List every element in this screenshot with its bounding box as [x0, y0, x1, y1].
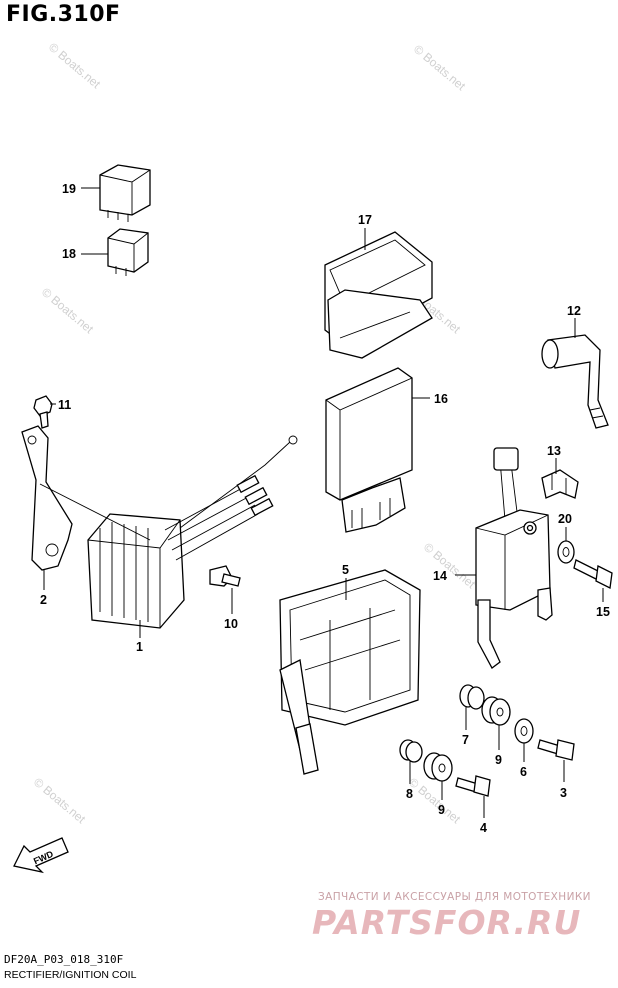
callout-9-upper[interactable]: 9: [495, 753, 502, 767]
callout-8[interactable]: 8: [406, 787, 413, 801]
washer-6[interactable]: [514, 718, 534, 744]
promo-brand[interactable]: PARTSFOR.RU: [312, 903, 582, 942]
callout-12[interactable]: 12: [567, 304, 581, 318]
callout-2[interactable]: 2: [40, 593, 47, 607]
ecu-16[interactable]: [325, 367, 413, 533]
callout-6[interactable]: 6: [520, 765, 527, 779]
callout-5[interactable]: 5: [342, 563, 349, 577]
callout-1[interactable]: 1: [136, 640, 143, 654]
callout-10[interactable]: 10: [224, 617, 238, 631]
bolt-11[interactable]: [33, 395, 53, 429]
relay-small-18[interactable]: [107, 228, 149, 276]
callout-18[interactable]: 18: [62, 247, 76, 261]
clamp-13[interactable]: [541, 469, 579, 499]
callout-19[interactable]: 19: [62, 182, 76, 196]
callout-17[interactable]: 17: [358, 213, 372, 227]
relay-large-19[interactable]: [99, 164, 151, 222]
callout-3[interactable]: 3: [560, 786, 567, 800]
callout-11[interactable]: 11: [58, 398, 71, 412]
callout-7[interactable]: 7: [462, 733, 469, 747]
bolt-15[interactable]: [573, 559, 613, 589]
grommet-9-upper[interactable]: [481, 696, 511, 726]
callout-16[interactable]: 16: [434, 392, 448, 406]
callout-15[interactable]: 15: [596, 605, 610, 619]
bolt-10[interactable]: [209, 565, 241, 587]
grommet-8[interactable]: [399, 739, 423, 763]
ignition-coil-14[interactable]: [475, 447, 553, 669]
box-bracket-5[interactable]: [279, 569, 421, 775]
plug-cap-12[interactable]: [541, 334, 609, 429]
figure-title: FIG.310F: [6, 2, 121, 27]
fwd-arrow: FWD: [13, 837, 69, 874]
washer-20[interactable]: [557, 540, 575, 564]
callout-4[interactable]: 4: [480, 821, 487, 835]
callout-13[interactable]: 13: [547, 444, 561, 458]
grommet-9-lower[interactable]: [423, 752, 453, 782]
ecu-cover-17[interactable]: [324, 231, 433, 359]
promo-subtitle: ЗАПЧАСТИ И АКСЕССУАРЫ ДЛЯ МОТОТЕХНИКИ: [318, 891, 591, 903]
callout-14[interactable]: 14: [433, 569, 447, 583]
bracket-2[interactable]: [21, 425, 73, 571]
figure-code: DF20A_P03_018_310F: [4, 953, 124, 966]
grommet-7[interactable]: [459, 684, 485, 710]
callout-20[interactable]: 20: [558, 512, 572, 526]
figure-caption: RECTIFIER/IGNITION COIL: [4, 969, 137, 981]
bolt-4[interactable]: [455, 775, 491, 797]
callout-9-lower[interactable]: 9: [438, 803, 445, 817]
rectifier-1[interactable]: [39, 435, 298, 629]
bolt-3[interactable]: [537, 739, 575, 761]
